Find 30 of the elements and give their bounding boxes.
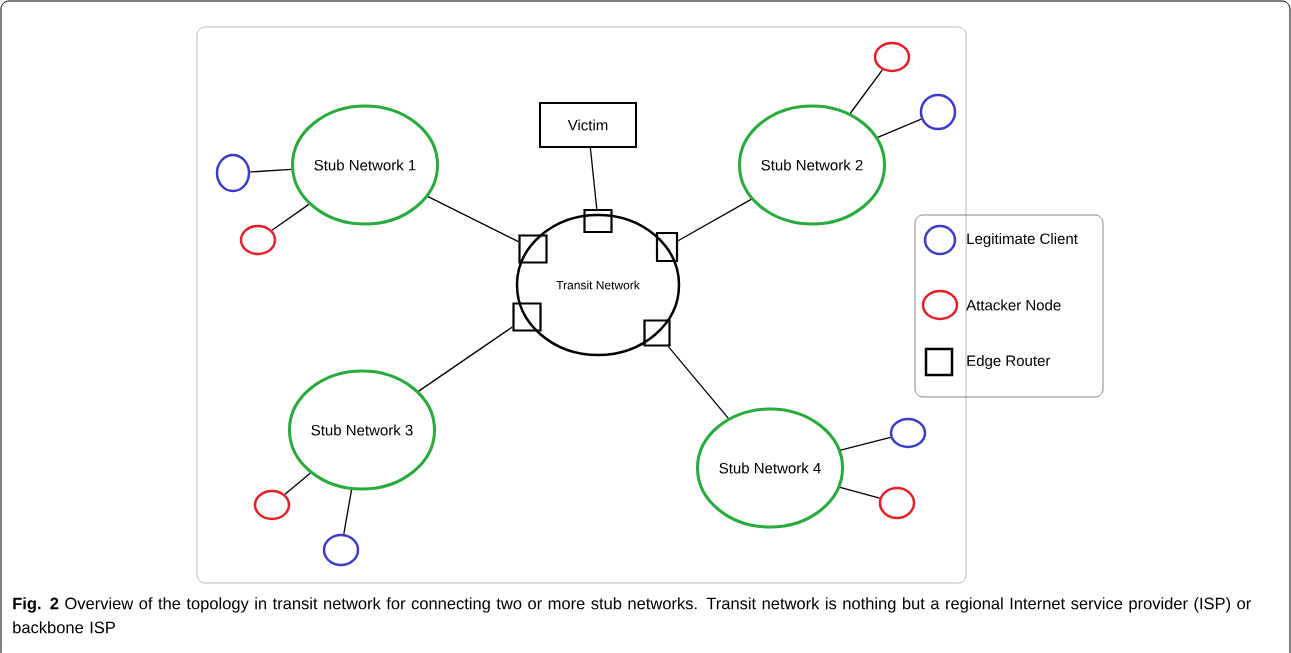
client-circle [878, 486, 916, 520]
connection-line [839, 486, 881, 499]
connection-line [849, 69, 884, 114]
connection-line [840, 436, 892, 451]
legend-label: Legitimate Client [967, 233, 1078, 247]
connection-line [877, 118, 922, 138]
connection-line [589, 147, 598, 210]
edge-router-square [512, 302, 542, 332]
client-circle [889, 417, 927, 449]
client-circle [873, 41, 911, 73]
figure-caption: Fig. 2 Overview of the topology in transit network for connecting two or more stub networks. Transit network is nothing but a regional Internet service provider (ISP) or backbone ISP [13, 597, 1251, 634]
edge-router-square [583, 208, 613, 234]
connection-line [677, 198, 752, 242]
connection-line [343, 489, 353, 535]
connection-line [284, 472, 311, 495]
client-circle [253, 489, 291, 521]
client-circle [919, 93, 957, 131]
client-circle [322, 533, 360, 567]
connection-line [667, 345, 729, 419]
connection-line [271, 203, 310, 231]
connection-line [418, 326, 514, 392]
client-circle [239, 224, 277, 256]
victim-box: Victim [539, 102, 637, 148]
client-circle [215, 153, 251, 193]
edge-router-square [643, 319, 671, 347]
edge-router-square [655, 231, 679, 263]
legend-label: Edge Router [967, 355, 1051, 369]
connection-line [249, 168, 292, 173]
legend-label: Attacker Node [966, 299, 1061, 311]
connection-line [427, 195, 520, 243]
